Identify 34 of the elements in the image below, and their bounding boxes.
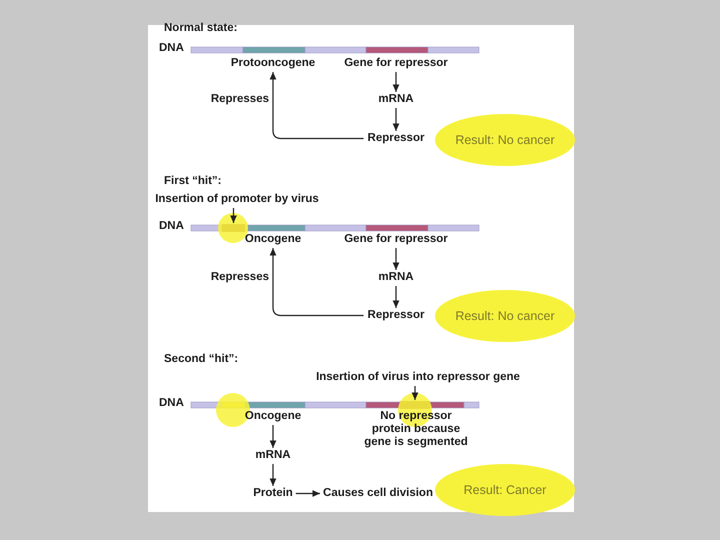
arrow: [392, 72, 400, 92]
text-label: Insertion of promoter by virus: [155, 193, 319, 206]
section-heading: Normal state:: [164, 22, 238, 35]
arrow: [270, 72, 364, 140]
text-label: Protooncogene: [230, 57, 316, 70]
dna-label: DNA: [159, 220, 184, 233]
text-label: Oncogene: [244, 233, 302, 246]
arrow: [296, 490, 320, 497]
text-label: Gene for repressor: [344, 57, 448, 70]
text-label: Insertion of virus into repressor gene: [316, 371, 520, 384]
arrow: [270, 248, 364, 316]
inserted-segment: [400, 401, 430, 409]
edge-label: Represses: [210, 93, 269, 106]
text-label: mRNA: [255, 449, 291, 462]
dna-label: DNA: [159, 397, 184, 410]
section-heading: First “hit”:: [164, 175, 222, 188]
text-label: Repressor: [368, 132, 424, 145]
text-label: Causes cell division: [323, 487, 433, 500]
arrow: [392, 286, 400, 308]
inserted-segment: [222, 224, 245, 232]
text-label: mRNA: [378, 271, 414, 284]
section-heading: Second “hit”:: [164, 353, 238, 366]
arrow: [270, 464, 276, 486]
arrow: [230, 208, 237, 223]
text-label: mRNA: [378, 93, 414, 106]
text-label: Gene for repressor: [344, 233, 448, 246]
dna-label: DNA: [159, 42, 184, 55]
edge-label: Represses: [210, 271, 269, 284]
text-label: Repressor: [368, 309, 424, 322]
arrow: [392, 108, 400, 131]
text-label: Protein: [253, 487, 293, 500]
arrow: [392, 248, 400, 270]
arrow: [412, 386, 418, 400]
arrow: [270, 425, 276, 448]
